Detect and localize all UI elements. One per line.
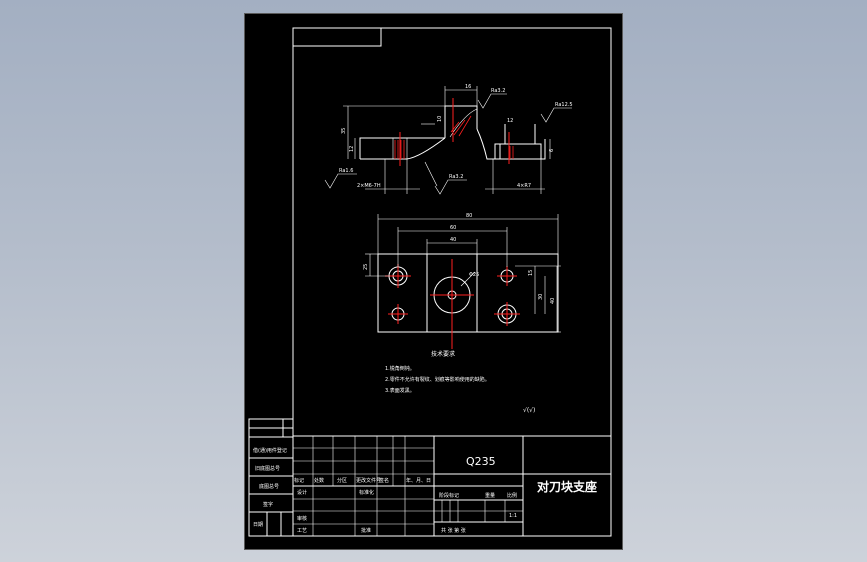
scale-value: 1:1 bbox=[509, 513, 517, 519]
col-header-change: 更改文件号 bbox=[356, 477, 381, 484]
tech-requirements: 技术要求 1.锐角倒钝。 2.零件不允许有裂纹、划痕等影响使用的缺陷。 3.表面… bbox=[385, 350, 535, 414]
tech-note-2: 2.零件不允许有裂纹、划痕等影响使用的缺陷。 bbox=[385, 376, 490, 383]
left-strip: 借(通)用件登记 旧底图总号 底图总号 签字 日期 bbox=[248, 418, 294, 537]
dim-small: 12 bbox=[507, 118, 513, 124]
dim-height-step: 12 bbox=[349, 146, 355, 152]
row-standard: 标准化 bbox=[359, 489, 374, 496]
col-header-count: 处数 bbox=[314, 477, 324, 484]
dim-right-height-1: 15 bbox=[528, 270, 534, 276]
col-header-mark: 标记 bbox=[294, 477, 304, 484]
roughness-label-1: Ra3.2 bbox=[491, 88, 505, 94]
tech-note-1: 1.锐角倒钝。 bbox=[385, 365, 415, 372]
dim-center-span: 40 bbox=[450, 237, 456, 243]
tech-note-3: 3.表面发黑。 bbox=[385, 387, 415, 394]
stage-header-weight: 重量 bbox=[485, 492, 495, 499]
left-strip-1: 借(通)用件登记 bbox=[253, 447, 287, 454]
left-strip-4: 签字 bbox=[263, 501, 273, 508]
drawing-sheet: 16 Ra3.2 Ra12.5 Ra1.6 Ra3.2 35 12 10 2×M… bbox=[244, 13, 623, 550]
roughness-label-3: Ra1.6 bbox=[339, 168, 353, 174]
drawing-canvas: 16 Ra3.2 Ra12.5 Ra1.6 Ra3.2 35 12 10 2×M… bbox=[248, 27, 612, 537]
row-process: 工艺 bbox=[297, 528, 307, 534]
left-strip-2: 旧底图总号 bbox=[255, 465, 280, 472]
dim-overall-width: 80 bbox=[466, 213, 472, 219]
roughness-label-2: Ra12.5 bbox=[555, 102, 573, 108]
general-roughness: √(√) bbox=[523, 407, 535, 414]
roughness-label-4: Ra3.2 bbox=[449, 174, 463, 180]
row-design: 设计 bbox=[297, 489, 307, 496]
inner-frame bbox=[292, 27, 612, 537]
row-check: 审核 bbox=[297, 515, 307, 522]
col-header-date: 年、月、日 bbox=[406, 477, 431, 484]
dim-height-total: 35 bbox=[341, 128, 347, 134]
sheet-info: 共 张 第 张 bbox=[441, 527, 466, 534]
dim-left-height: 25 bbox=[363, 264, 369, 270]
dim-depth: 10 bbox=[437, 116, 443, 122]
left-strip-3: 底图总号 bbox=[259, 483, 279, 490]
hole-note-2: 4×R7 bbox=[517, 183, 531, 189]
col-header-sign: 签名 bbox=[379, 477, 389, 484]
stage-header-scale: 比例 bbox=[507, 492, 517, 499]
front-view: 16 Ra3.2 Ra12.5 Ra1.6 Ra3.2 35 12 10 2×M… bbox=[324, 84, 573, 195]
stage-header-mark: 阶段标记 bbox=[439, 492, 459, 499]
dim-center-dia: Φ25 bbox=[469, 272, 479, 278]
part-name: 对刀块支座 bbox=[537, 479, 597, 494]
dim-right: 6 bbox=[549, 149, 555, 152]
dim-right-height-2: 30 bbox=[538, 294, 544, 300]
dim-hole-spacing: 60 bbox=[450, 225, 456, 231]
dim-right-height-3: 40 bbox=[550, 298, 556, 304]
material-label: Q235 bbox=[466, 455, 496, 468]
left-strip-5: 日期 bbox=[253, 522, 263, 528]
dim-top-width: 16 bbox=[465, 84, 471, 90]
row-approve: 批准 bbox=[361, 527, 371, 534]
tech-title: 技术要求 bbox=[431, 350, 455, 358]
hole-note-1: 2×M6-7H bbox=[357, 183, 381, 189]
top-view: 80 60 40 25 15 30 40 Φ25 bbox=[363, 213, 561, 349]
title-block: 标记 处数 分区 更改文件号 签名 年、月、日 设计 标准化 审核 工艺 批准 … bbox=[293, 435, 611, 536]
col-header-zone: 分区 bbox=[337, 477, 347, 484]
code-box bbox=[292, 27, 382, 47]
